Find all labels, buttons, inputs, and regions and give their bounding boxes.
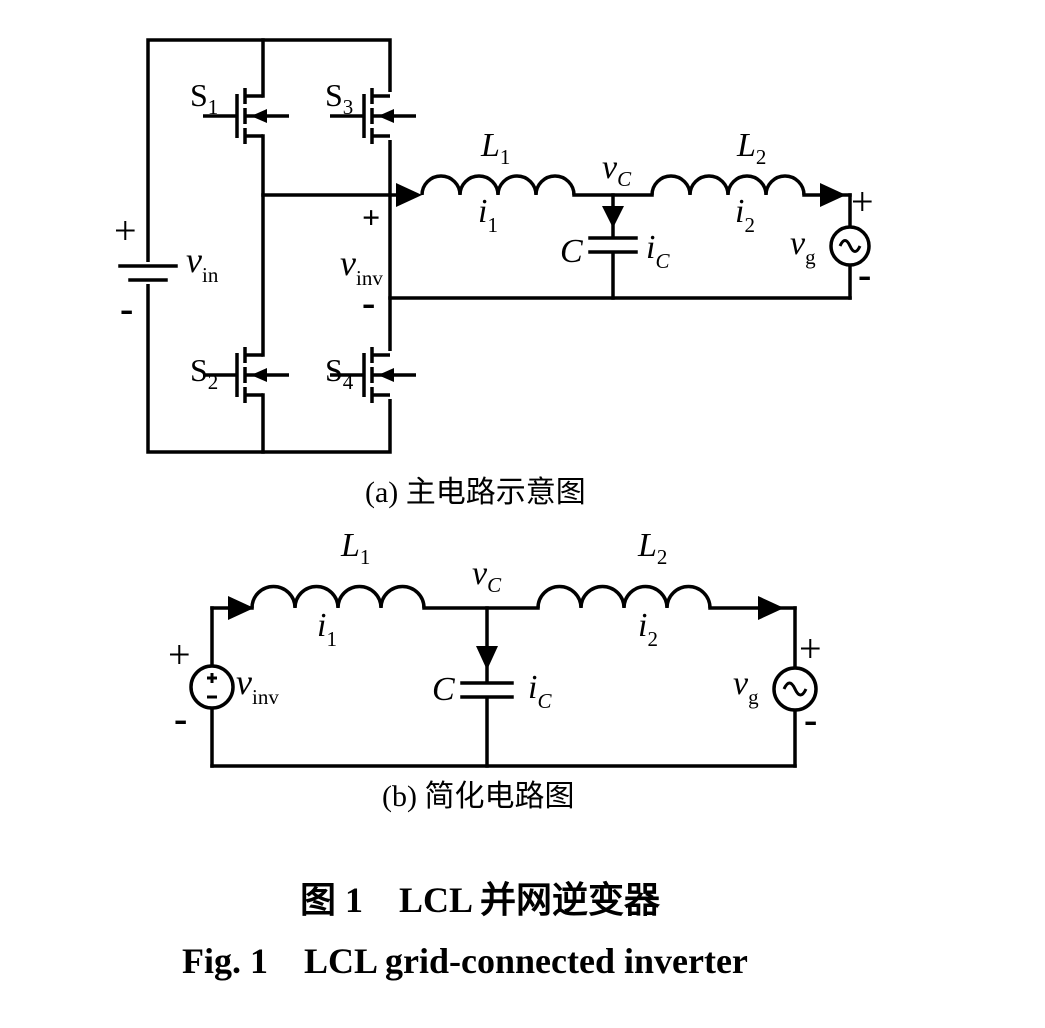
caption-b: (b) 简化电路图 — [382, 780, 574, 813]
current-arrow-i1 — [396, 183, 422, 207]
switch-s3 — [328, 86, 418, 146]
label-s4: S4 — [325, 352, 354, 394]
current-arrow-i2-b — [758, 596, 784, 620]
label-vinv-a: vinv — [340, 243, 383, 290]
label-ic-b: iC — [528, 669, 552, 713]
grid-source — [829, 225, 871, 267]
label-l1-b: L1 — [340, 527, 370, 569]
inductor-l1-b — [250, 584, 426, 609]
label-vg-a: vg — [790, 225, 816, 269]
filter-capacitor-b — [460, 606, 514, 768]
right-leg — [328, 86, 418, 405]
filter-capacitor — [588, 193, 638, 300]
label-s2: S2 — [190, 352, 218, 394]
label-vc-a: vC — [602, 149, 632, 191]
ac-wave-icon — [782, 681, 808, 697]
inverter-source-b — [189, 664, 235, 710]
vg-minus-a: - — [858, 252, 871, 297]
label-vinv-b: vinv — [236, 662, 279, 709]
vinv-plus-b: + — [168, 632, 191, 677]
current-arrow-ic — [602, 206, 624, 228]
label-i2-a: i2 — [735, 193, 755, 237]
label-c-b: C — [432, 671, 455, 708]
label-vc-b: vC — [472, 555, 502, 597]
vg-plus-a: + — [851, 179, 874, 224]
label-s1: S1 — [190, 77, 218, 119]
label-i1-b: i1 — [317, 607, 337, 651]
inductor-l2 — [650, 174, 806, 196]
figure-title-cn: 图 1 LCL 并网逆变器 — [300, 879, 661, 920]
label-s3: S3 — [325, 77, 353, 119]
grid-source-b — [772, 666, 818, 712]
dc-bus-wire — [146, 38, 392, 454]
label-i2-b: i2 — [638, 607, 658, 651]
current-arrow-i1-b — [228, 596, 254, 620]
dc-source — [116, 262, 180, 284]
current-arrow-i2 — [820, 183, 846, 207]
vg-minus-b: - — [804, 697, 817, 742]
simplified-circuit: + - vinv L1 L2 vC i1 i2 C iC vg + - (b) … — [168, 527, 822, 813]
inductor-l1 — [420, 174, 576, 196]
label-ic-a: iC — [646, 229, 670, 273]
label-l1-a: L1 — [480, 127, 510, 169]
vin-plus: + — [114, 208, 137, 253]
label-l2-a: L2 — [736, 127, 766, 169]
label-c-a: C — [560, 233, 583, 270]
vin-minus: - — [120, 286, 133, 331]
vinv-plus: + — [362, 199, 380, 235]
ac-wave-icon — [838, 239, 862, 253]
label-i1-a: i1 — [478, 193, 498, 237]
vinv-minus-b: - — [174, 696, 187, 741]
caption-a: (a) 主电路示意图 — [365, 476, 586, 509]
vg-plus-b: + — [799, 626, 822, 671]
label-vg-b: vg — [733, 665, 759, 709]
figure-title-en: Fig. 1 LCL grid-connected inverter — [182, 941, 748, 981]
label-l2-b: L2 — [637, 527, 667, 569]
current-arrow-ic-b — [476, 646, 498, 670]
label-vin: vin — [186, 240, 219, 287]
inductor-l2-b — [536, 584, 712, 609]
vinv-minus: - — [362, 280, 375, 325]
left-leg — [201, 38, 291, 454]
main-circuit: S1 S3 S2 S4 + - vin + vinv - L1 L2 vC i1… — [114, 38, 874, 509]
switch-s4 — [328, 345, 418, 405]
